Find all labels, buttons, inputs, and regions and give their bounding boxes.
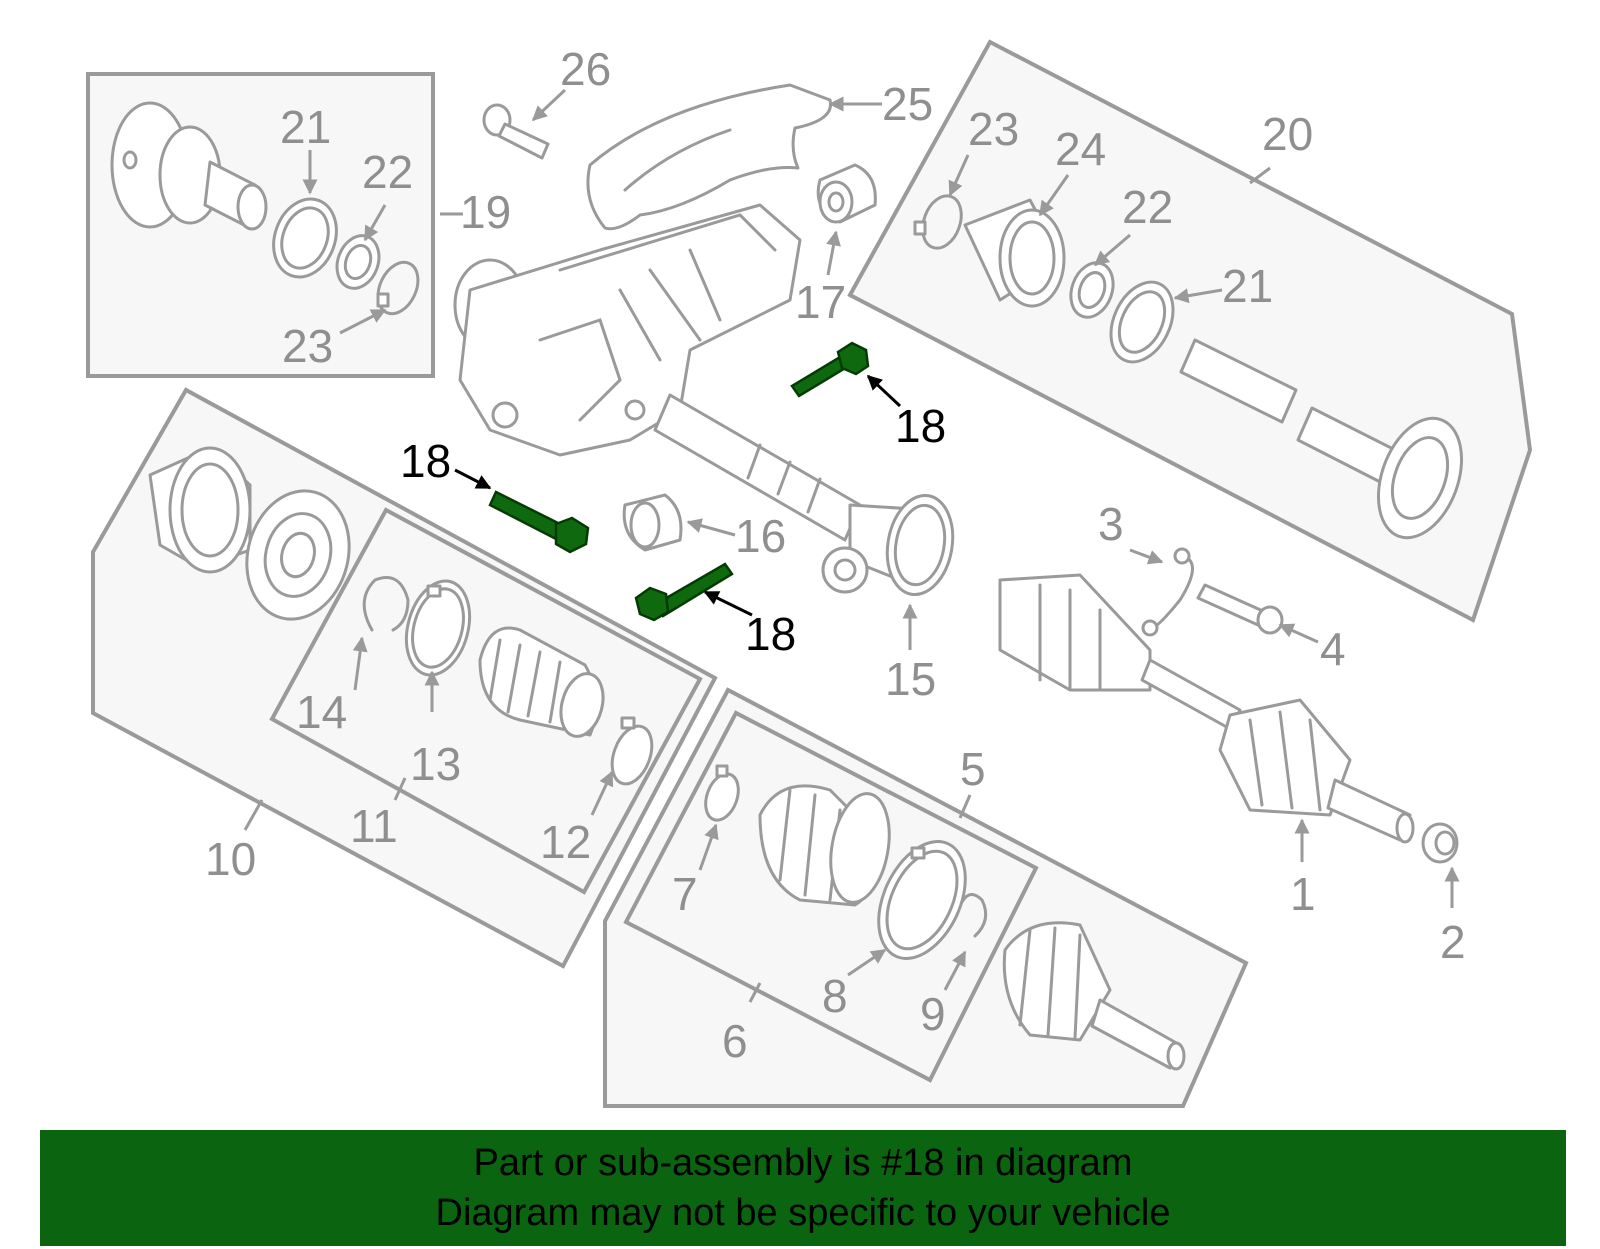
callout-23-left: 23 bbox=[282, 320, 333, 372]
part-18-bolt-right bbox=[634, 562, 734, 622]
part-17-bushing bbox=[816, 163, 877, 224]
callout-18-upper: 18 bbox=[895, 400, 946, 452]
callout-12: 12 bbox=[540, 816, 591, 868]
part-15-tube-end bbox=[821, 493, 955, 597]
part-23-circlip bbox=[376, 260, 420, 316]
callout-5: 5 bbox=[960, 743, 986, 795]
panel-20-assembly bbox=[847, 39, 1533, 623]
part-6-boot bbox=[758, 784, 891, 907]
part-10-flange bbox=[245, 489, 351, 621]
part-12-clamp bbox=[610, 716, 654, 786]
exploded-parts-diagram: 21 22 19 23 26 25 17 23 24 22 21 20 18 1… bbox=[86, 39, 1533, 1108]
part-16-bushing bbox=[622, 493, 683, 552]
part-19-cv-flange bbox=[110, 101, 268, 231]
callout-21-right: 21 bbox=[1222, 260, 1273, 312]
part-26-bolt bbox=[482, 103, 550, 160]
callout-17: 17 bbox=[795, 276, 846, 328]
callout-4: 4 bbox=[1320, 623, 1346, 675]
callout-18-left: 18 bbox=[400, 435, 451, 487]
part-20-output-shaft bbox=[1179, 338, 1464, 540]
callout-15: 15 bbox=[885, 653, 936, 705]
part-23-snap-ring bbox=[913, 194, 963, 250]
callout-8: 8 bbox=[822, 970, 848, 1022]
callout-21-left: 21 bbox=[280, 101, 331, 153]
callout-11: 11 bbox=[350, 800, 398, 852]
part-22-bearing bbox=[335, 234, 381, 290]
callout-16: 16 bbox=[735, 510, 786, 562]
part-differential-housing bbox=[453, 203, 802, 457]
callout-10: 10 bbox=[205, 833, 256, 885]
banner-line-disclaimer: Diagram may not be specific to your vehi… bbox=[435, 1192, 1171, 1234]
part-14-circlip bbox=[362, 576, 410, 632]
part-4-bolt bbox=[1196, 583, 1284, 635]
callout-19: 19 bbox=[460, 186, 511, 238]
callout-6: 6 bbox=[722, 1015, 748, 1067]
callout-22-right: 22 bbox=[1122, 181, 1173, 233]
part-7-clamp bbox=[704, 764, 740, 822]
info-banner: Part or sub-assembly is #18 in diagram D… bbox=[40, 1130, 1566, 1246]
callout-25: 25 bbox=[882, 78, 933, 130]
callout-7: 7 bbox=[672, 868, 698, 920]
callout-3: 3 bbox=[1098, 498, 1124, 550]
part-24-bearing-cup bbox=[963, 198, 1066, 308]
callout-24: 24 bbox=[1055, 123, 1106, 175]
callout-14: 14 bbox=[296, 686, 347, 738]
part-22-bearing-right bbox=[1069, 261, 1115, 319]
callout-26: 26 bbox=[560, 43, 611, 95]
callout-9: 9 bbox=[920, 988, 946, 1040]
callout-13: 13 bbox=[410, 738, 461, 790]
part-11-boot bbox=[478, 626, 605, 738]
part-18-bolt-left bbox=[488, 490, 590, 554]
panel-11-subassembly bbox=[269, 507, 703, 895]
callout-20: 20 bbox=[1262, 108, 1313, 160]
part-1-drive-shaft bbox=[998, 573, 1415, 844]
callout-1: 1 bbox=[1290, 868, 1316, 920]
callout-22-left: 22 bbox=[362, 146, 413, 198]
part-8-clamp bbox=[877, 840, 967, 960]
callout-2: 2 bbox=[1440, 916, 1466, 968]
part-2-nut bbox=[1421, 822, 1459, 864]
part-3-bracket bbox=[1141, 547, 1194, 637]
part-21-seal bbox=[272, 197, 338, 279]
part-25-mount-bracket bbox=[586, 83, 833, 231]
part-10-cv-joint bbox=[148, 446, 252, 574]
part-axle-tube bbox=[653, 393, 862, 542]
part-5-cv-joint bbox=[1002, 921, 1186, 1071]
callout-18-right: 18 bbox=[745, 608, 796, 660]
leader-lines bbox=[243, 88, 1460, 1003]
part-9-circlip bbox=[960, 893, 988, 938]
callout-23-right: 23 bbox=[968, 103, 1019, 155]
banner-line-part: Part or sub-assembly is #18 in diagram bbox=[473, 1142, 1133, 1184]
part-21-seal-right bbox=[1109, 280, 1175, 364]
part-18-bolt-upper bbox=[790, 341, 870, 398]
